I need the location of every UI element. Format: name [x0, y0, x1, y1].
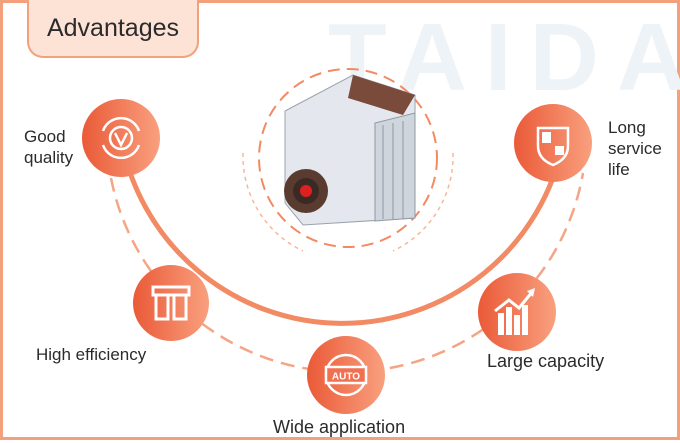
large-capacity-badge [478, 273, 556, 351]
shield-icon [536, 126, 570, 167]
long-service-life-badge [514, 104, 592, 182]
solid-arc [118, 137, 566, 326]
wide-application-badge: AUTO [307, 336, 385, 414]
label-high-efficiency: High efficiency [36, 345, 147, 364]
good-quality-badge [82, 99, 160, 177]
auto-icon-text: AUTO [332, 372, 360, 383]
auto-icon: AUTO [324, 353, 368, 397]
label-wide-application: Wide application [273, 417, 406, 437]
label-line: life [608, 160, 630, 179]
check-rotate-icon [101, 116, 141, 160]
label-line: Good [24, 127, 66, 146]
label-line: Long [608, 118, 646, 137]
label-good-quality: Good quality [24, 126, 73, 168]
page-title: Advantages [27, 0, 199, 58]
label-long-service-life: Long service life [608, 117, 662, 180]
diagram: AUTO [82, 68, 592, 414]
growth-chart-icon [494, 288, 535, 335]
label-large-capacity: Large capacity [487, 351, 605, 371]
crusher-machine-image [242, 68, 454, 252]
desk-icon [151, 285, 191, 321]
label-line: quality [24, 148, 74, 167]
label-line: service [608, 139, 662, 158]
high-efficiency-badge [133, 265, 209, 341]
